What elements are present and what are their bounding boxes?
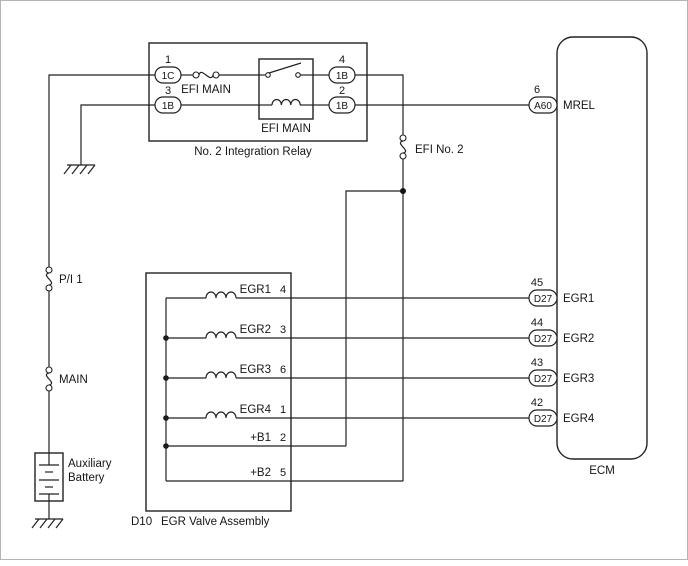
battery-label-line1: Auxiliary	[68, 458, 112, 470]
ecm-signal-egr1: EGR1	[563, 293, 594, 305]
b1-label: +B1	[250, 432, 271, 444]
egr-internal-wiring	[165, 297, 291, 482]
ecm-terminal-a60: A60	[534, 101, 552, 112]
integration-relay-box	[148, 42, 368, 142]
ecm-terminal-d27-egr3: D27	[534, 374, 553, 385]
wires	[48, 74, 529, 519]
battery-symbol	[34, 452, 64, 502]
relay-terminals	[154, 66, 356, 114]
egr3-label: EGR3	[240, 364, 271, 376]
ecm-box	[556, 36, 648, 460]
ecm-signal-egr2: EGR2	[563, 333, 594, 345]
relay-terminal-1b-bottom-right: 1B	[336, 101, 349, 112]
egr1-label: EGR1	[240, 284, 271, 296]
ecm-pin43-number: 43	[531, 357, 543, 369]
egr3-pin-number: 6	[280, 364, 286, 376]
fuse-efi-no2-symbol	[399, 134, 407, 160]
ecm-terminal-d27-egr1: D27	[534, 294, 553, 305]
egr-coil-icons	[205, 291, 237, 419]
battery-label-line2: Battery	[68, 472, 105, 484]
egr4-label: EGR4	[240, 404, 272, 416]
egr4-pin-number: 1	[280, 404, 286, 416]
ecm-terminal-d27-egr2: D27	[534, 334, 553, 345]
ground-relay-icon	[63, 164, 96, 175]
fuse-efi-no2-label: EFI No. 2	[415, 144, 464, 156]
relay-pin4-number: 4	[339, 54, 345, 66]
egr-valve-box	[145, 272, 292, 512]
egr-valve-code: D10	[131, 516, 152, 528]
fuse-main-label: MAIN	[59, 374, 88, 386]
egr2-pin-number: 3	[280, 324, 286, 336]
relay-coil-label: EFI MAIN	[261, 123, 311, 135]
ecm-terminal-ovals	[528, 96, 558, 427]
relay-title: No. 2 Integration Relay	[194, 146, 312, 158]
fuse-efi-main-label: EFI MAIN	[181, 84, 231, 96]
b2-label: +B2	[250, 467, 271, 479]
fuse-efi-main-symbol	[192, 71, 220, 79]
ecm-pin6-number: 6	[534, 84, 540, 96]
egr2-label: EGR2	[240, 324, 271, 336]
ecm-signal-egr3: EGR3	[563, 373, 594, 385]
ecm-terminal-d27-egr4: D27	[534, 414, 553, 425]
ecm-pin44-number: 44	[531, 317, 543, 329]
relay-pin2-number: 2	[339, 85, 345, 97]
ecm-signal-mrel: MREL	[563, 100, 596, 112]
b1-pin-number: 2	[280, 432, 286, 444]
relay-pin1-number: 1	[165, 54, 171, 66]
ecm-pin42-number: 42	[531, 397, 543, 409]
ecm-pin45-number: 45	[531, 277, 543, 289]
relay-inner-box	[258, 58, 314, 120]
ecm-signal-egr4: EGR4	[563, 413, 595, 425]
relay-switch-icon	[265, 62, 302, 78]
ecm-title: ECM	[589, 465, 615, 477]
relay-coil-icon	[271, 98, 301, 106]
ground-battery-icon	[31, 518, 64, 529]
egr-valve-title: EGR Valve Assembly	[161, 516, 270, 528]
relay-terminal-1c: 1C	[162, 71, 175, 82]
b2-pin-number: 5	[280, 467, 286, 479]
egr1-pin-number: 4	[280, 284, 286, 296]
fuse-main-symbol	[45, 366, 53, 392]
relay-terminal-1b-top-right: 1B	[336, 71, 349, 82]
relay-pin3-number: 3	[165, 85, 171, 97]
fuse-pi1-symbol	[45, 266, 53, 292]
relay-terminal-1b-left: 1B	[162, 101, 175, 112]
fuse-pi1-label: P/I 1	[59, 274, 83, 286]
